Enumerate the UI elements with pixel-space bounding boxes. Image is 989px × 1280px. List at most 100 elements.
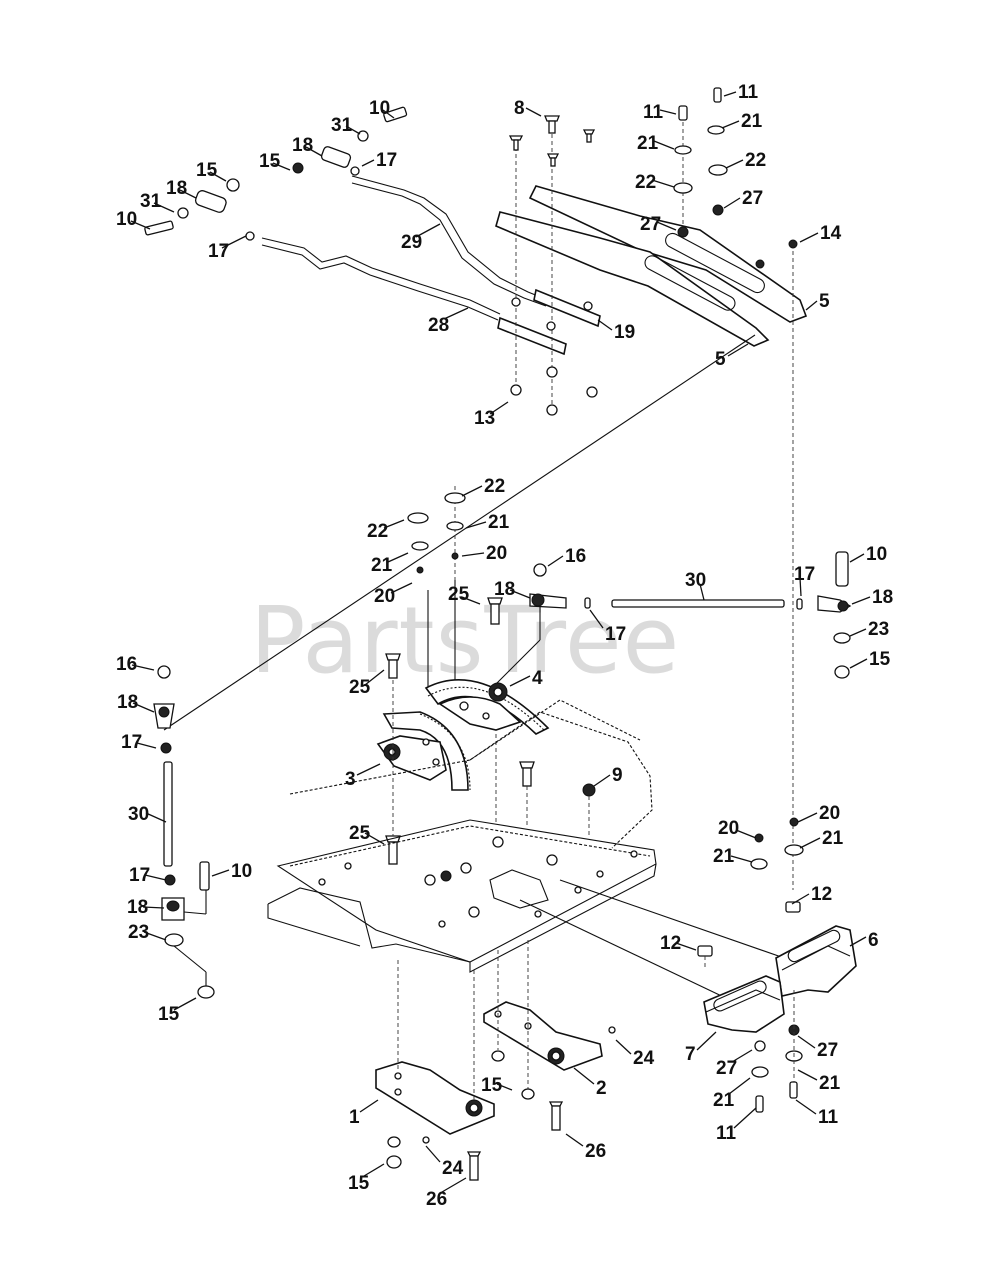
callout-leader-c6 <box>849 936 867 947</box>
chassis-frame <box>267 699 657 973</box>
upper-bracket-5 <box>495 185 808 356</box>
callout-label-c26b: 26 <box>426 1189 447 1210</box>
callout-leader-c24b <box>425 1145 441 1163</box>
callout-leader-c25c <box>364 832 385 845</box>
callout-leader-c21g <box>797 1069 818 1081</box>
callout-leader-c10d <box>211 869 230 877</box>
callout-label-c15a: 15 <box>259 151 281 172</box>
callout-label-c26a: 26 <box>585 1141 606 1162</box>
callout-leader-c17f <box>144 874 167 881</box>
callout-leader-c15b <box>209 171 227 182</box>
callout-label-c10a: 10 <box>369 98 390 119</box>
callout-leader-c22a <box>725 159 744 169</box>
callout-label-c18a: 18 <box>292 135 313 156</box>
callout-label-c8: 8 <box>514 98 525 119</box>
callout-leader-c21b <box>653 140 675 150</box>
callout-label-c6: 6 <box>868 930 879 951</box>
callout-leader-c11c <box>795 1099 817 1115</box>
callout-label-c20d: 20 <box>718 818 739 839</box>
callout-leader-c28 <box>443 307 469 320</box>
callout-label-c10c: 10 <box>866 544 887 565</box>
callout-leader-c25a <box>461 596 481 605</box>
callout-label-c24b: 24 <box>442 1158 464 1179</box>
callout-leader-c15d <box>173 997 197 1011</box>
callout-leader-c27d <box>731 1049 753 1063</box>
callout-label-c27d: 27 <box>716 1058 737 1079</box>
callout-label-c28: 28 <box>428 315 449 336</box>
callout-leader-c16a <box>547 555 564 567</box>
callout-leader-c27c <box>797 1035 816 1049</box>
callout-label-c25b: 25 <box>349 677 371 698</box>
center-washer-stack <box>407 486 466 700</box>
callout-label-c21h: 21 <box>713 1090 735 1111</box>
callout-leader-c24a <box>615 1039 632 1055</box>
callout-label-c18c: 18 <box>494 579 515 600</box>
callout-label-c13: 13 <box>474 408 495 429</box>
callout-label-c17f: 17 <box>129 865 150 886</box>
callout-label-c11c: 11 <box>818 1107 839 1128</box>
callout-leader-c21h <box>728 1077 751 1095</box>
callout-label-c22a: 22 <box>745 150 766 171</box>
callout-leader-c18e <box>132 702 155 713</box>
callout-label-c7: 7 <box>685 1044 696 1065</box>
callout-leader-c22d <box>383 519 405 529</box>
callout-label-c31a: 31 <box>331 115 353 136</box>
sector-gear-4 <box>424 679 550 735</box>
callout-leader-c31a <box>345 125 361 135</box>
callout-label-c20a: 20 <box>486 543 507 564</box>
callout-leader-c12a <box>791 893 810 905</box>
callout-label-c17a: 17 <box>376 150 397 171</box>
callout-leader-c20c <box>797 812 818 823</box>
pedal-6 <box>775 925 857 997</box>
callout-leader-c30a <box>699 583 705 601</box>
callout-label-c21a: 21 <box>741 111 763 132</box>
plate-2 <box>483 940 603 1090</box>
callout-label-c12b: 12 <box>660 933 681 954</box>
rod-30-vertical <box>153 665 215 999</box>
callout-label-c18b: 18 <box>166 178 187 199</box>
callout-leader-c21a <box>721 120 740 129</box>
callout-leader-c16b <box>131 664 155 671</box>
callout-label-c31b: 31 <box>140 191 162 212</box>
callout-leader-c17b <box>221 235 247 249</box>
callout-leader-c13 <box>489 401 509 415</box>
callout-label-c3: 3 <box>345 769 356 790</box>
callout-leader-c20a <box>461 552 485 557</box>
callout-leader-c26b <box>441 1177 467 1193</box>
callout-label-c21g: 21 <box>819 1073 841 1094</box>
callout-leader-c23a <box>849 628 867 637</box>
callout-leader-c15a <box>272 162 291 171</box>
callout-label-c23a: 23 <box>868 619 889 640</box>
callout-label-c10d: 10 <box>231 861 252 882</box>
callout-leader-c1 <box>359 1099 379 1113</box>
callout-label-c5b: 5 <box>715 349 726 370</box>
callout-leader-c21c <box>465 521 487 529</box>
callout-leader-c21e <box>799 837 821 849</box>
callout-leader-c27a <box>723 197 741 209</box>
callout-label-c22d: 22 <box>367 521 388 542</box>
callout-leader-c5b <box>727 343 749 357</box>
callout-label-c17c: 17 <box>794 564 815 585</box>
pedal-hardware <box>697 817 804 1113</box>
callout-leader-c11a <box>723 91 737 97</box>
callout-leader-c18f <box>142 906 165 909</box>
callout-label-c15d: 15 <box>158 1004 180 1025</box>
callout-leader-c23b <box>143 931 167 941</box>
callout-label-c27a: 27 <box>742 188 763 209</box>
callout-leader-c15e <box>496 1083 513 1091</box>
callout-leader-c14 <box>799 232 819 243</box>
callout-label-c19: 19 <box>614 322 635 343</box>
assembly-line-diagonal <box>163 334 756 731</box>
callout-label-c18f: 18 <box>127 897 148 918</box>
callout-leader-c19 <box>597 319 613 331</box>
assembly-line-right <box>559 879 791 961</box>
callout-label-c25c: 25 <box>349 823 371 844</box>
callout-leader-c15c <box>849 658 868 669</box>
callout-leader-c26a <box>565 1133 584 1147</box>
callout-label-c9: 9 <box>612 765 623 786</box>
callout-leader-c31b <box>153 202 175 213</box>
rod-end-18-sector <box>427 563 567 700</box>
callout-leader-c22c <box>461 485 483 497</box>
